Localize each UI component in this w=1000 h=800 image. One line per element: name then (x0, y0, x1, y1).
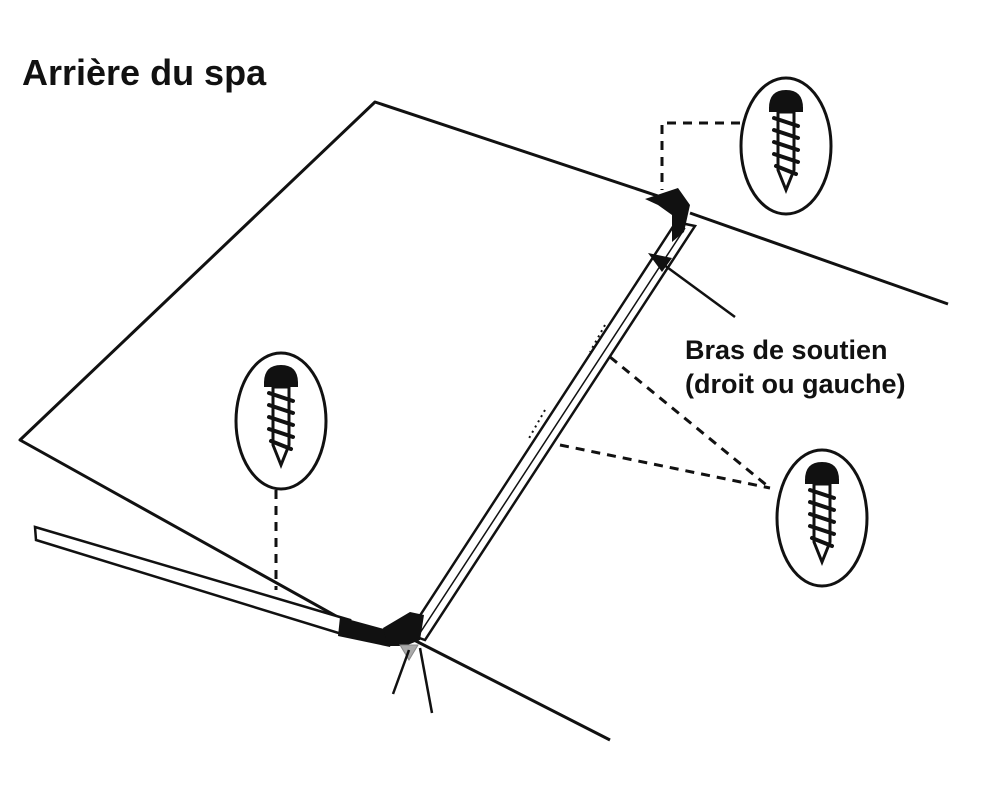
support-arm-label-line2: (droit ou gauche) (685, 369, 906, 399)
dashed-leaders (274, 121, 771, 590)
page-title: Arrière du spa (22, 52, 267, 93)
screw-callout-left (234, 351, 328, 491)
screw-callout-top (739, 76, 833, 216)
left-support-rail (33, 525, 395, 647)
screw-callout-right (775, 448, 869, 588)
support-arm (383, 188, 698, 646)
support-arm-label: Bras de soutien (droit ou gauche) (685, 333, 905, 401)
spa-side-edge (409, 636, 611, 742)
hinge-legs (391, 644, 434, 714)
spa-back-edge (689, 211, 949, 306)
support-arm-label-line1: Bras de soutien (685, 335, 888, 365)
callout-arrow (648, 253, 736, 319)
